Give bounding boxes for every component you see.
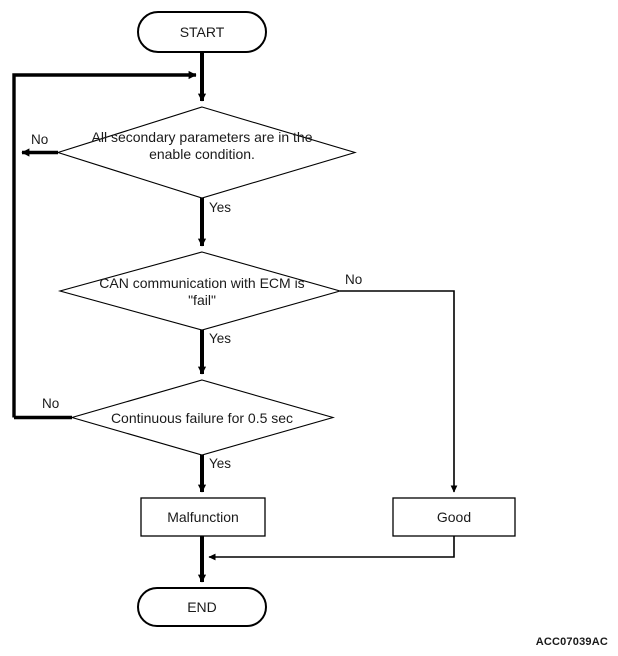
- branch-label-decision1-no: No: [31, 132, 49, 147]
- node-decision-3-label: Continuous failure for 0.5 sec: [110, 409, 294, 426]
- node-malfunction-label: Malfunction: [167, 508, 239, 525]
- edge-decision2-no-to-good: [340, 290, 458, 493]
- node-end-shape: [137, 587, 267, 627]
- branch-label-decision2-yes: Yes: [209, 331, 232, 346]
- node-malfunction-shape: [140, 497, 266, 537]
- branch-label-decision1-yes: Yes: [209, 200, 232, 215]
- edge-loop-riser: [12, 70, 197, 418]
- node-start-label: START: [179, 23, 225, 40]
- figure-code: ACC07039AC: [535, 636, 608, 648]
- edge-good-to-end-merge: [208, 536, 455, 561]
- node-end-label: END: [187, 598, 217, 615]
- branch-label-decision3-no: No: [42, 396, 60, 411]
- branch-label-decision3-yes: Yes: [209, 456, 232, 471]
- node-decision-2-label: CAN communication with ECM is "fail": [99, 275, 305, 308]
- branch-label-decision2-no: No: [345, 272, 363, 287]
- node-decision-1-label: All secondary parameters are in the enab…: [91, 129, 313, 162]
- node-good-label: Good: [436, 508, 472, 525]
